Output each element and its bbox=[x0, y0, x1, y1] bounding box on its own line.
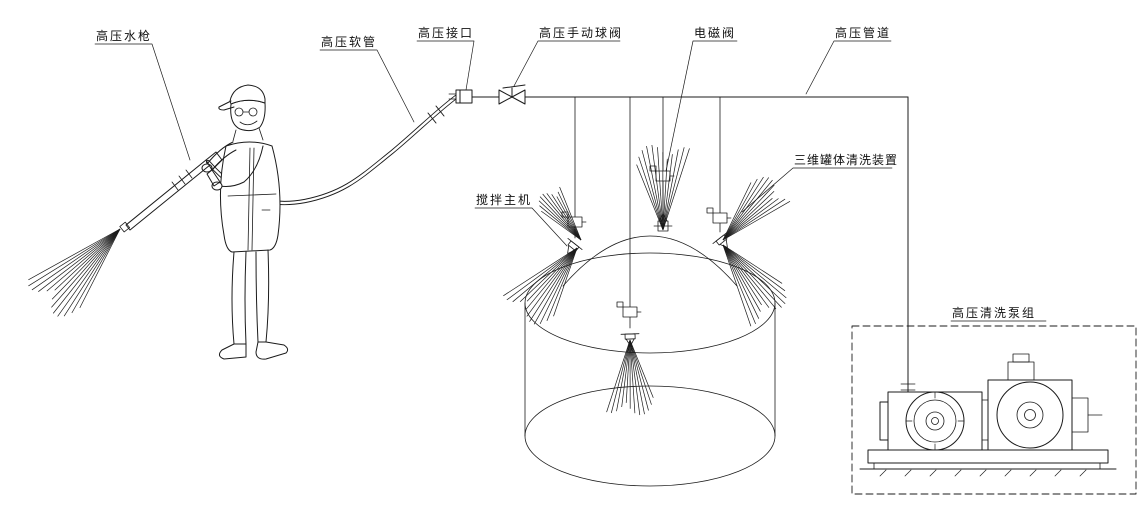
label-pump-unit: 高压清洗泵组 bbox=[952, 306, 1037, 320]
gun-spray-fan bbox=[28, 228, 121, 317]
leader-hose bbox=[319, 49, 415, 123]
leader-solenoid bbox=[665, 40, 738, 172]
label-mixer: 搅拌主机 bbox=[476, 193, 533, 207]
spray-fan bbox=[606, 339, 654, 416]
connector-fitting bbox=[448, 89, 473, 104]
leader-connector bbox=[416, 40, 475, 91]
leader-cleaning-device bbox=[741, 167, 893, 213]
spray-fan bbox=[538, 186, 582, 241]
leader-water-gun bbox=[94, 43, 191, 161]
solenoid-valve bbox=[616, 301, 642, 318]
solenoid-valve bbox=[706, 207, 732, 224]
label-water-gun: 高压水枪 bbox=[96, 29, 153, 43]
spray-fan bbox=[636, 144, 690, 231]
label-connector: 高压接口 bbox=[418, 26, 475, 40]
leader-lines bbox=[94, 40, 1047, 322]
label-pipeline: 高压管道 bbox=[835, 26, 892, 40]
manual-ball-valve bbox=[498, 84, 526, 105]
spray-fan bbox=[722, 244, 787, 327]
spray-gun bbox=[119, 151, 223, 233]
label-hose: 高压软管 bbox=[321, 35, 378, 49]
leader-pipeline bbox=[805, 40, 892, 95]
label-solenoid-valve: 电磁阀 bbox=[694, 26, 737, 40]
leader-ball-valve bbox=[513, 40, 621, 87]
leader-mixer bbox=[474, 207, 568, 247]
pipeline bbox=[471, 96, 909, 393]
label-tank-cleaning-device: 三维罐体清洗装置 bbox=[794, 153, 899, 167]
spray-fan bbox=[503, 247, 578, 325]
label-manual-ball-valve: 高压手动球阀 bbox=[539, 26, 624, 40]
operator-figure bbox=[201, 84, 289, 360]
pump-unit bbox=[851, 325, 1137, 495]
mixer-tank bbox=[524, 235, 776, 487]
pump-unit-boundary bbox=[851, 325, 1137, 495]
spray-fan bbox=[722, 176, 791, 241]
